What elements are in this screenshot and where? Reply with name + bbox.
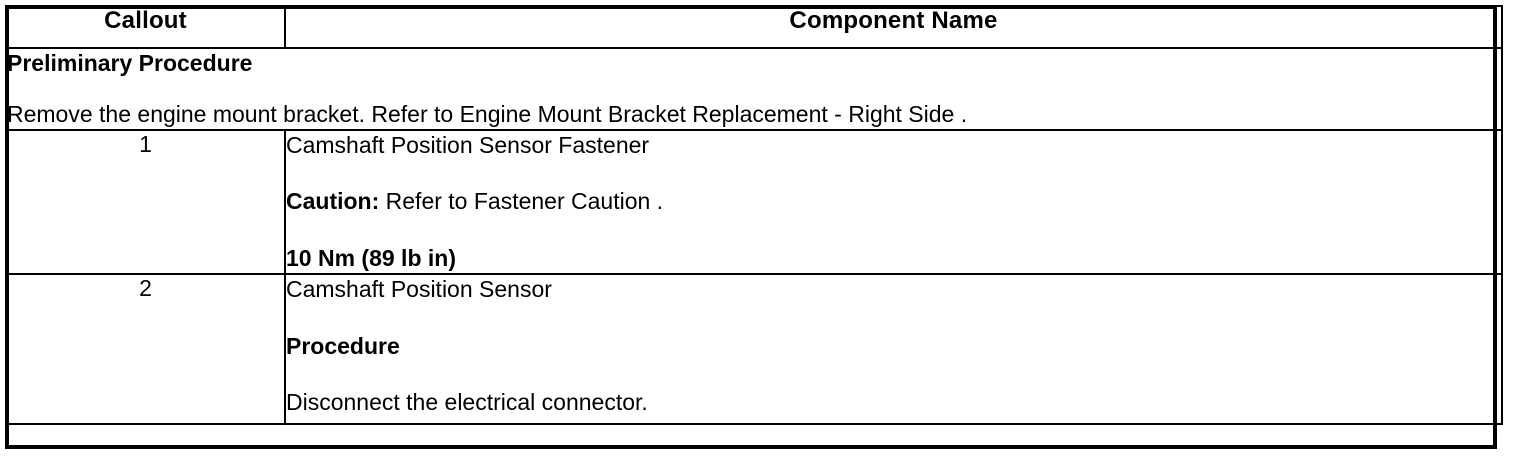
preliminary-procedure-title: Preliminary Procedure bbox=[7, 50, 253, 76]
component-torque-1: 10 Nm (89 lb in) bbox=[286, 244, 1501, 273]
procedure-label-2: Procedure bbox=[286, 332, 400, 359]
component-detail-cell-1: Camshaft Position Sensor Fastener Cautio… bbox=[284, 128, 1503, 275]
table-header-row: Callout Component Name bbox=[5, 5, 1503, 49]
component-name-text-2: Camshaft Position Sensor bbox=[286, 275, 552, 302]
component-procedure-step-2: Disconnect the electrical connector. bbox=[286, 388, 1501, 417]
column-header-component-name: Component Name bbox=[284, 5, 1503, 49]
callout-number-1: 1 bbox=[5, 128, 286, 275]
procedure-step-text-2: Disconnect the electrical connector. bbox=[286, 389, 648, 416]
component-name-1: Camshaft Position Sensor Fastener bbox=[286, 131, 1501, 160]
table-row: 2 Camshaft Position Sensor Procedure Dis… bbox=[5, 272, 1503, 425]
caution-label-1: Caution: bbox=[286, 188, 380, 215]
component-name-2: Camshaft Position Sensor bbox=[286, 275, 1501, 304]
column-header-callout: Callout bbox=[5, 5, 286, 49]
preliminary-procedure-row: Preliminary Procedure Remove the engine … bbox=[5, 47, 1503, 131]
component-procedure-heading-2: Procedure bbox=[286, 332, 1501, 361]
preliminary-procedure-cell: Preliminary Procedure Remove the engine … bbox=[5, 47, 1503, 131]
callout-number-2: 2 bbox=[5, 272, 286, 425]
component-detail-cell-2: Camshaft Position Sensor Procedure Disco… bbox=[284, 272, 1503, 425]
preliminary-procedure-text: Remove the engine mount bracket. Refer t… bbox=[7, 100, 968, 127]
component-name-text-1: Camshaft Position Sensor Fastener bbox=[286, 131, 650, 158]
caution-text-1: Refer to Fastener Caution . bbox=[379, 188, 664, 215]
table-row: 1 Camshaft Position Sensor Fastener Caut… bbox=[5, 128, 1503, 275]
procedure-table: Callout Component Name Preliminary Proce… bbox=[5, 5, 1503, 425]
component-caution-1: Caution: Refer to Fastener Caution . bbox=[286, 187, 1501, 216]
torque-spec-1: 10 Nm (89 lb in) bbox=[286, 245, 456, 271]
